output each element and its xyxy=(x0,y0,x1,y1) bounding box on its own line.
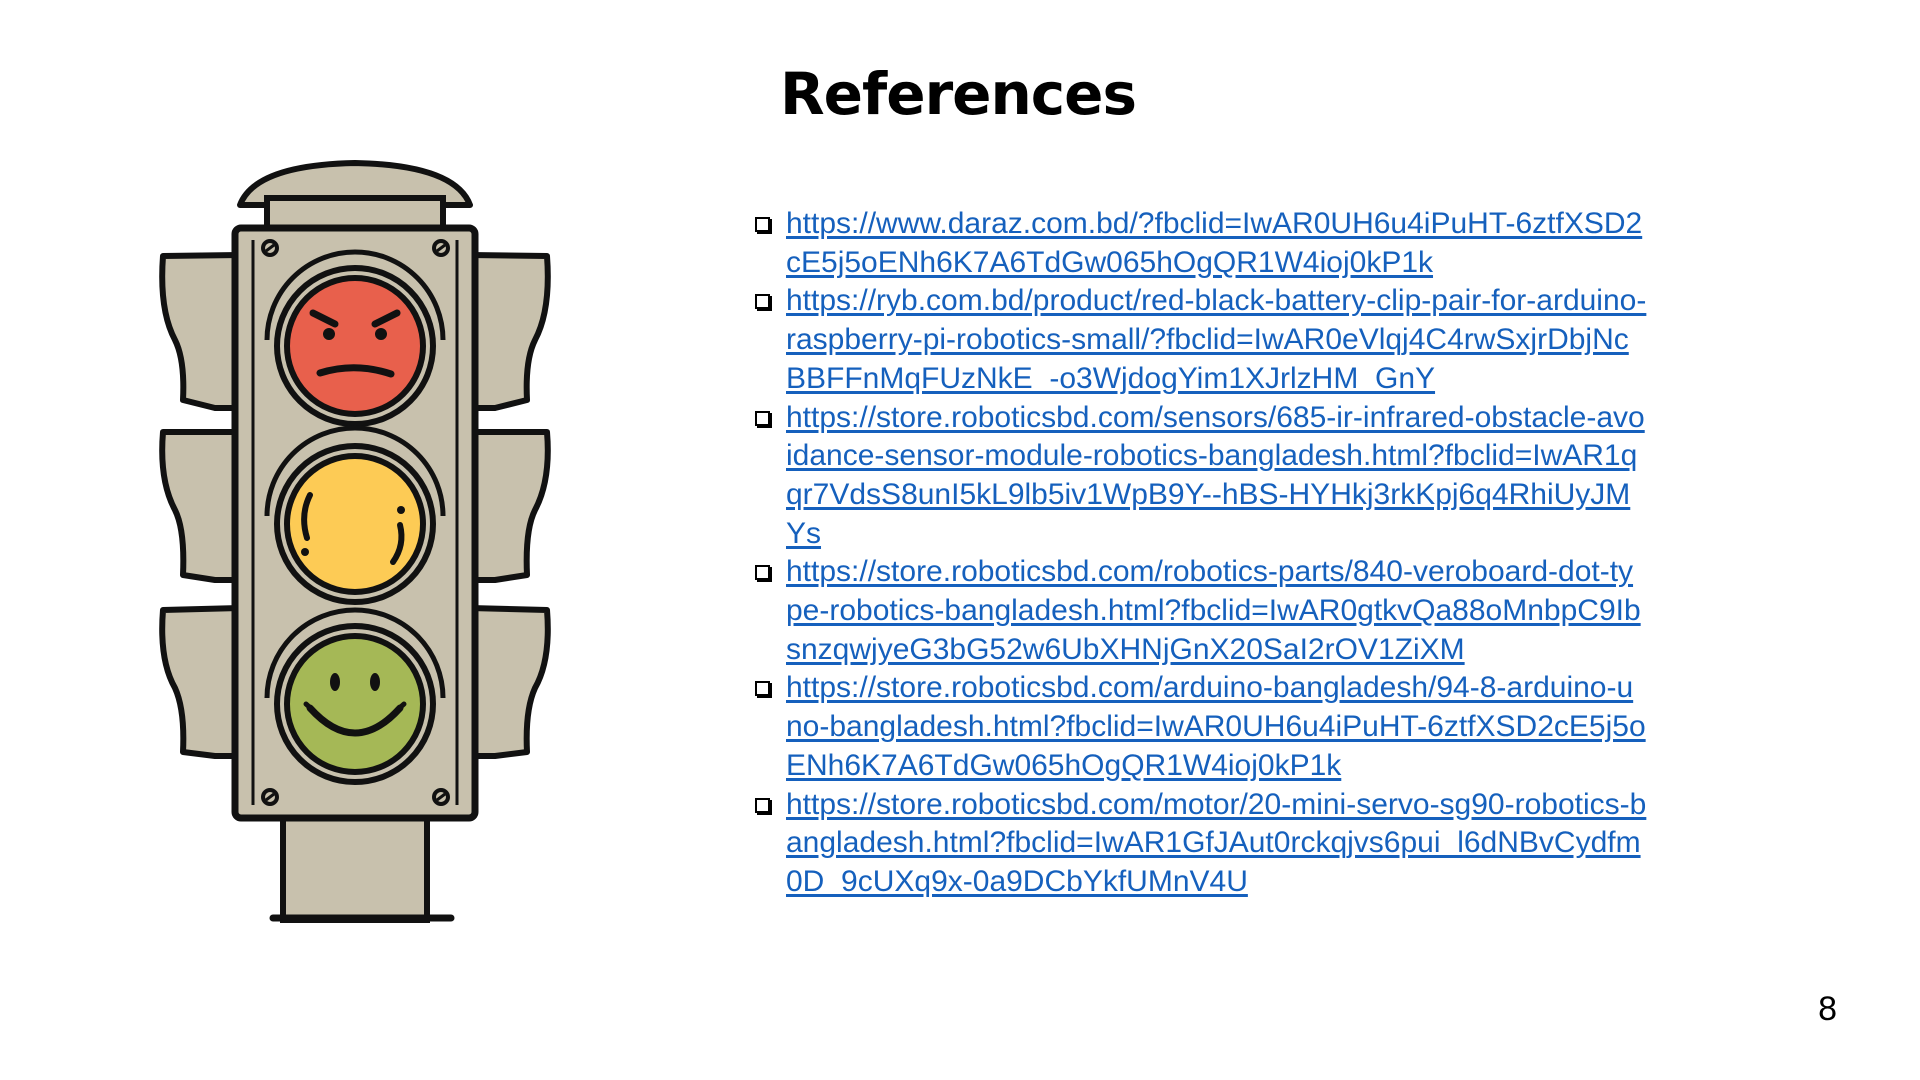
left-visor-shields xyxy=(159,252,243,759)
checkbox-bullet-icon xyxy=(753,786,786,824)
reference-item: https://store.roboticsbd.com/robotics-pa… xyxy=(753,553,1648,669)
reference-link[interactable]: https://ryb.com.bd/product/red-black-bat… xyxy=(786,284,1647,395)
green-light-smiling-face-icon xyxy=(264,607,446,785)
page-number: 8 xyxy=(1818,990,1837,1028)
reference-link[interactable]: https://store.roboticsbd.com/motor/20-mi… xyxy=(786,787,1647,898)
checkbox-bullet-icon xyxy=(753,399,786,437)
checkbox-bullet-icon xyxy=(753,553,786,591)
right-visor-shields xyxy=(467,252,551,759)
reference-link[interactable]: https://store.roboticsbd.com/sensors/685… xyxy=(786,400,1645,550)
checkbox-bullet-icon xyxy=(753,282,786,320)
reference-item: https://store.roboticsbd.com/sensors/685… xyxy=(753,399,1648,554)
traffic-light-pole xyxy=(280,807,430,923)
yellow-light-worried-face-icon xyxy=(264,425,446,605)
reference-item: https://www.daraz.com.bd/?fbclid=IwAR0UH… xyxy=(753,205,1648,282)
references-list: https://www.daraz.com.bd/?fbclid=IwAR0UH… xyxy=(753,205,1648,902)
reference-item: https://store.roboticsbd.com/arduino-ban… xyxy=(753,669,1648,785)
reference-link[interactable]: https://store.roboticsbd.com/robotics-pa… xyxy=(786,555,1641,666)
reference-link[interactable]: https://www.daraz.com.bd/?fbclid=IwAR0UH… xyxy=(786,207,1643,279)
reference-link[interactable]: https://store.roboticsbd.com/arduino-ban… xyxy=(786,671,1646,782)
traffic-light-icon xyxy=(159,160,551,923)
reference-item: https://store.roboticsbd.com/motor/20-mi… xyxy=(753,786,1648,902)
slide-title: References xyxy=(780,60,1137,128)
checkbox-bullet-icon xyxy=(753,205,786,243)
checkbox-bullet-icon xyxy=(753,669,786,707)
reference-item: https://ryb.com.bd/product/red-black-bat… xyxy=(753,282,1648,398)
red-light-angry-face-icon xyxy=(264,249,446,427)
